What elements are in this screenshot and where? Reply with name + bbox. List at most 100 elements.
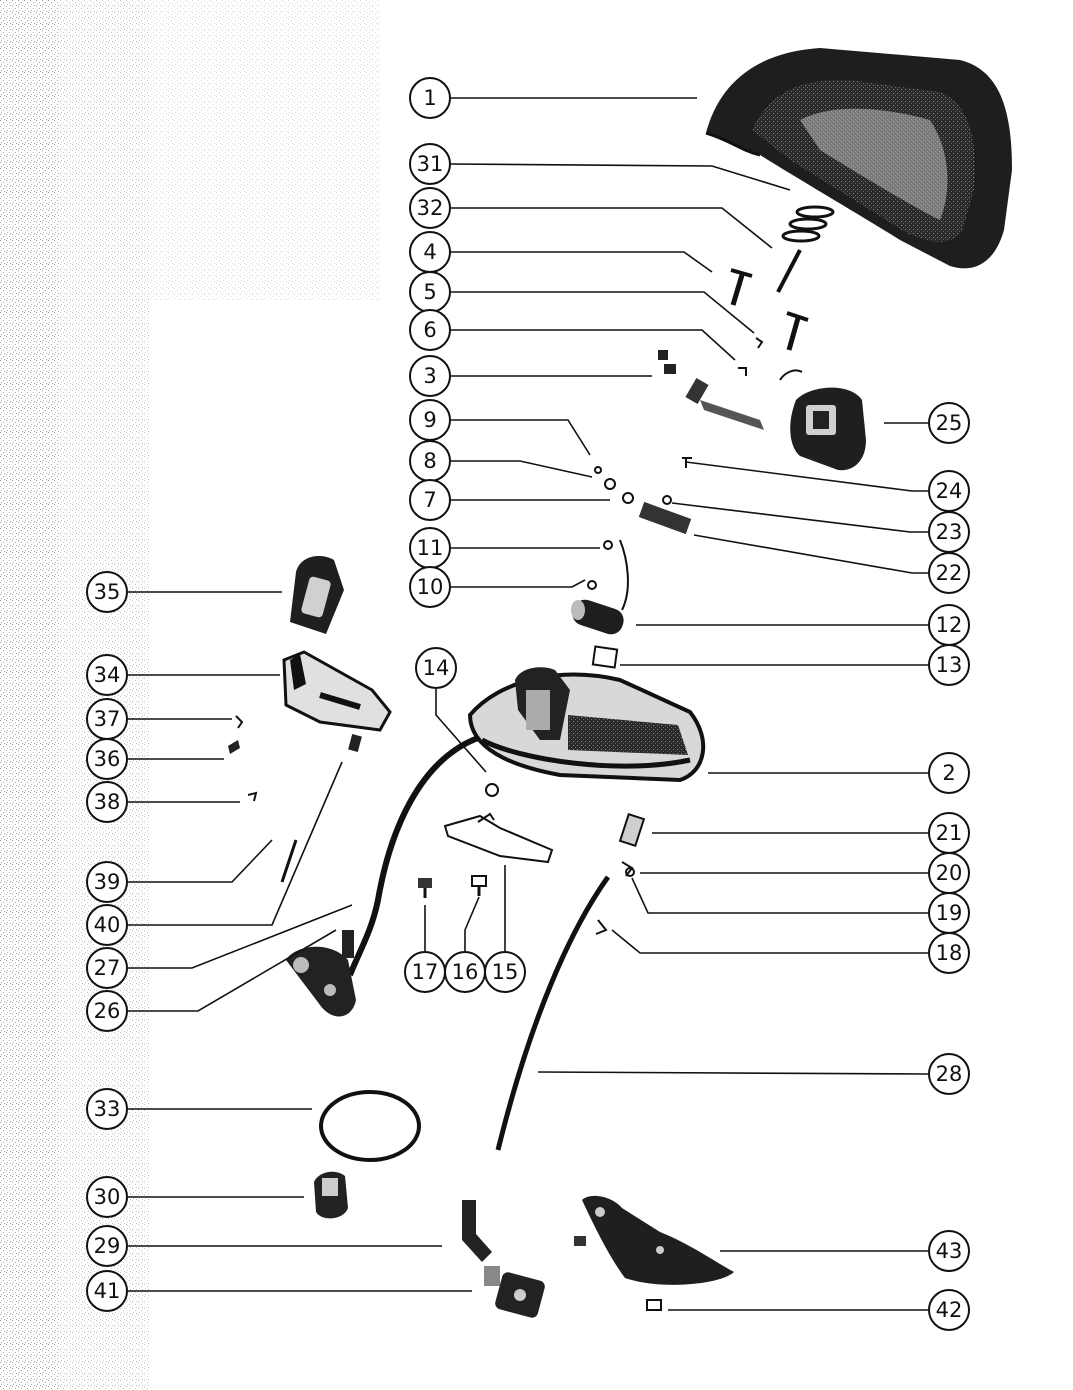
callout-circle (86, 1225, 128, 1267)
callout-32: 32 (409, 187, 451, 229)
callout-number: 1 (423, 86, 436, 110)
callout-11: 11 (409, 527, 451, 569)
callout-number: 38 (94, 790, 121, 814)
callout-number: 27 (94, 956, 121, 980)
callout-circle (409, 187, 451, 229)
callout-number: 6 (423, 318, 436, 342)
callout-circle (409, 143, 451, 185)
callout-22: 22 (928, 552, 970, 594)
callout-15: 15 (484, 951, 526, 993)
part-fasteners-illustration (228, 715, 362, 883)
callout-circle (86, 904, 128, 946)
callout-36: 36 (86, 738, 128, 780)
part-elbow-illustration (462, 1200, 492, 1262)
leader-line-40 (128, 761, 343, 926)
callout-circle (415, 647, 457, 689)
leader-line-27 (128, 904, 353, 969)
leader-line-9 (451, 419, 591, 456)
part-screws-illustration (418, 875, 487, 898)
callout-number: 8 (423, 449, 436, 473)
callout-circle (86, 990, 128, 1032)
callout-number: 7 (423, 488, 436, 512)
leader-line-26 (128, 929, 337, 1012)
callout-number: 36 (94, 747, 121, 771)
callout-number: 11 (417, 536, 444, 560)
callout-23: 23 (928, 511, 970, 553)
leader-line-4 (451, 251, 713, 273)
callout-31: 31 (409, 143, 451, 185)
callout-number: 20 (936, 861, 963, 885)
part-grip-illustration (290, 556, 344, 634)
part-spring-illustration (781, 205, 835, 243)
callout-3: 3 (409, 355, 451, 397)
callout-number: 39 (94, 870, 121, 894)
callout-number: 2 (942, 761, 955, 785)
callout-number: 30 (94, 1185, 121, 1209)
callout-35: 35 (86, 571, 128, 613)
callout-9: 9 (409, 399, 451, 441)
callout-30: 30 (86, 1176, 128, 1218)
part-bracket-illustration (443, 812, 554, 864)
callout-10: 10 (409, 566, 451, 608)
callout-42: 42 (928, 1289, 970, 1331)
callout-number: 35 (94, 580, 121, 604)
callout-circle (928, 1230, 970, 1272)
callout-number: 14 (423, 656, 450, 680)
callout-number: 26 (94, 999, 121, 1023)
callout-number: 33 (94, 1097, 121, 1121)
callout-circle (86, 781, 128, 823)
callout-13: 13 (928, 644, 970, 686)
callout-20: 20 (928, 852, 970, 894)
callout-number: 4 (423, 240, 436, 264)
part-clamp-illustration (314, 1171, 348, 1219)
callout-39: 39 (86, 861, 128, 903)
callout-8: 8 (409, 440, 451, 482)
callout-number: 17 (412, 960, 439, 984)
callout-number: 15 (492, 960, 519, 984)
leader-line-32 (451, 207, 773, 249)
callout-number: 41 (94, 1279, 121, 1303)
callout-circle (409, 355, 451, 397)
part-pin-illustration (776, 249, 802, 293)
callout-circle (928, 644, 970, 686)
callout-number: 34 (94, 663, 121, 687)
callout-circle (928, 1053, 970, 1095)
part-pad-illustration (591, 645, 619, 669)
callout-circle (409, 309, 451, 351)
callout-circle (86, 861, 128, 903)
callout-6: 6 (409, 309, 451, 351)
part-switch-illustration (658, 350, 764, 430)
leader-line-19 (631, 877, 928, 914)
callout-circle (86, 1176, 128, 1218)
callout-circle (928, 552, 970, 594)
part-sleeve-illustration (595, 812, 646, 935)
callout-circle (928, 932, 970, 974)
part-handle-illustration (282, 650, 392, 732)
part-small-hardware-illustration (587, 457, 692, 611)
leader-line-28 (537, 1071, 929, 1075)
leader-line-24 (685, 461, 928, 492)
callout-labels: 1313245639871110143534373638394027263330… (86, 77, 970, 1331)
callout-number: 22 (936, 561, 963, 585)
callout-number: 3 (423, 364, 436, 388)
callout-12: 12 (928, 604, 970, 646)
callout-circle (86, 654, 128, 696)
leader-line-22 (693, 534, 928, 574)
part-cable-illustration (342, 735, 480, 977)
callout-2: 2 (928, 752, 970, 794)
callout-number: 19 (936, 901, 963, 925)
callout-21: 21 (928, 812, 970, 854)
callout-circle (484, 951, 526, 993)
leader-line-39 (128, 839, 273, 883)
callout-circle (86, 947, 128, 989)
callout-38: 38 (86, 781, 128, 823)
callout-26: 26 (86, 990, 128, 1032)
callout-circle (86, 1088, 128, 1130)
callout-circle (86, 571, 128, 613)
part-tube-illustration (495, 875, 611, 1151)
callout-7: 7 (409, 479, 451, 521)
callout-number: 42 (936, 1298, 963, 1322)
callout-19: 19 (928, 892, 970, 934)
part-coil-illustration (571, 599, 624, 635)
